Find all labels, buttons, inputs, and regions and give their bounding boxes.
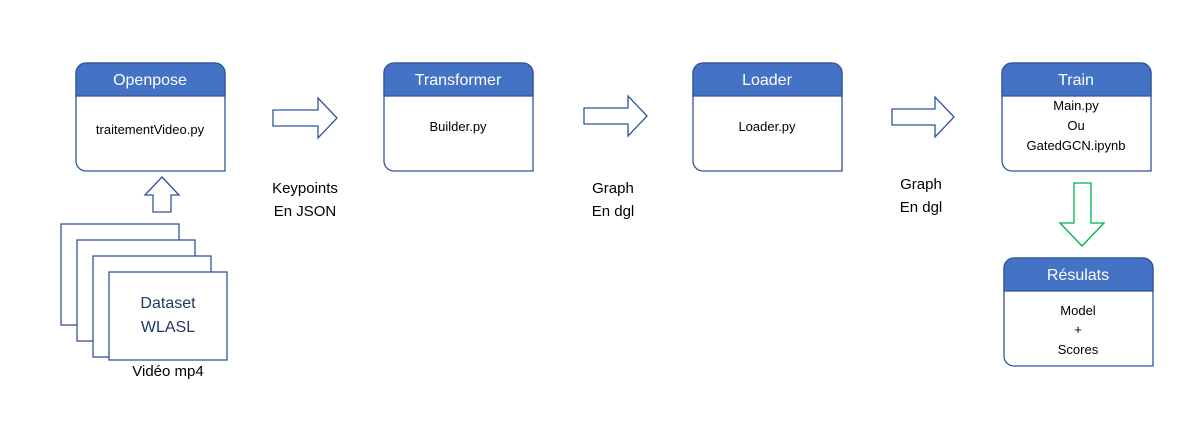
resultats-line-2: +: [1074, 322, 1082, 337]
label-graph-2-line-1: Graph: [900, 176, 942, 193]
openpose-box: Openpose traitementVideo.py: [75, 62, 226, 172]
loader-title: Loader: [742, 72, 792, 89]
resultats-line-1: Model: [1060, 303, 1096, 318]
arrow-transformer-to-loader-icon: [583, 94, 648, 138]
dataset-line-1: Dataset: [140, 295, 196, 312]
label-keypoints-line-2: En JSON: [274, 203, 337, 220]
dataset-doc-front: [108, 271, 228, 361]
label-graph-1-line-2: En dgl: [592, 203, 635, 220]
label-graph-2-line-2: En dgl: [900, 199, 943, 216]
arrow-openpose-to-transformer-icon: [272, 96, 338, 140]
arrow-train-to-resultats-icon: [1058, 182, 1106, 247]
train-line-1: Main.py: [1053, 98, 1099, 113]
train-line-3: GatedGCN.ipynb: [1027, 138, 1126, 153]
arrow-loader-to-train-icon: [891, 95, 955, 139]
loader-box: Loader Loader.py: [692, 62, 843, 172]
loader-line-1: Loader.py: [738, 119, 796, 134]
train-title: Train: [1058, 72, 1094, 89]
resultats-title: Résulats: [1047, 267, 1109, 284]
openpose-title: Openpose: [113, 72, 187, 89]
label-keypoints-line-1: Keypoints: [272, 180, 338, 197]
arrow-dataset-to-openpose-icon: [143, 176, 181, 213]
resultats-line-3: Scores: [1058, 342, 1099, 357]
dataset-caption: Vidéo mp4: [132, 363, 203, 380]
label-graph-1-line-1: Graph: [592, 180, 634, 197]
transformer-box: Transformer Builder.py: [383, 62, 534, 172]
dataset-line-2: WLASL: [141, 319, 195, 336]
train-line-2: Ou: [1067, 118, 1084, 133]
openpose-line-1: traitementVideo.py: [96, 122, 205, 137]
transformer-title: Transformer: [415, 72, 502, 89]
train-box: Train Main.py Ou GatedGCN.ipynb: [1001, 62, 1152, 172]
transformer-line-1: Builder.py: [429, 119, 487, 134]
dataset-stack: Dataset WLASL: [60, 223, 228, 361]
resultats-box: Résulats Model + Scores: [1003, 257, 1154, 367]
